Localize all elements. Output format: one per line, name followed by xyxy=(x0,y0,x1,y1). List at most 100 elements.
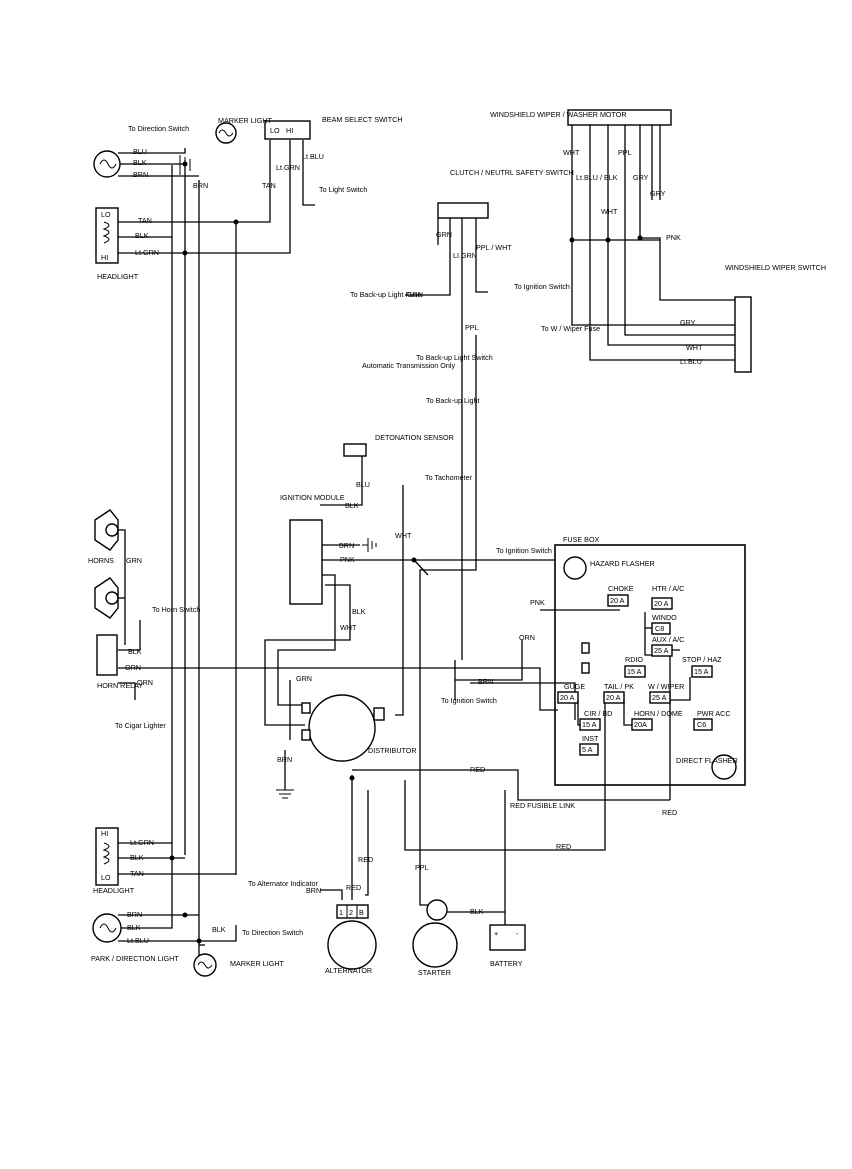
wire-label-wht-module: WHT xyxy=(340,623,357,632)
fuse-name: CIR / BD xyxy=(584,709,612,718)
fuse-rating: 25 A xyxy=(654,646,669,655)
headlight-bottom-connector xyxy=(95,827,119,886)
fuse-rating-box xyxy=(607,594,629,607)
wire-label-wht-motor-2: WHT xyxy=(601,207,618,216)
label-to-horn-switch: To Horn Switch xyxy=(152,605,200,614)
fuse-rating-box xyxy=(649,691,671,704)
label-starter: STARTER xyxy=(418,968,451,977)
wire-label-pnk-motor: PNK xyxy=(666,233,681,242)
label-ignition-module: IGNITION MODULE xyxy=(280,493,345,502)
label-headlight-bottom: HEADLIGHT xyxy=(93,886,135,895)
wire-label-red-alt-2: RED xyxy=(346,883,361,892)
clutch-switch-connector xyxy=(437,202,489,219)
hazard-flasher-symbol xyxy=(563,556,587,580)
fuse-name: WINDO xyxy=(652,613,677,622)
wire-label-ltblu-beam: Lt.BLU xyxy=(302,152,324,161)
wire-label-brn-fuse: BRN xyxy=(478,677,493,686)
wire-label-blu-sensor: BLU xyxy=(356,480,370,489)
fuse-rating-box xyxy=(691,665,713,678)
fuse-rating-box xyxy=(651,644,673,657)
splice-dots xyxy=(169,161,643,944)
label-to-direction-switch-bottom: To Direction Switch xyxy=(242,928,303,937)
label-to-ignition-switch-mid: To Ignition Switch xyxy=(496,546,552,555)
alternator-terminal-b: B xyxy=(359,908,364,917)
starter-body xyxy=(412,899,458,968)
marker-light-top xyxy=(215,122,237,144)
wire-label-org-cigar: ORN xyxy=(137,678,153,687)
fuse-box-small-2 xyxy=(581,662,590,674)
label-to-direction-switch-top: To Direction Switch xyxy=(128,124,189,133)
wiper-switch-box xyxy=(734,296,752,373)
alternator-terminal-1: 1 xyxy=(339,908,343,917)
wire-label-tan-beam: TAN xyxy=(262,181,276,190)
label-to-ignition-switch-clutch: To Ignition Switch xyxy=(514,282,570,291)
wire-label-ltblu-park: Lt.BLU xyxy=(127,936,149,945)
fuse-name: AUX / A/C xyxy=(652,635,684,644)
label-to-w-wiper-fuse: To W / Wiper Fuse xyxy=(541,324,600,333)
wire-label-red-right: RED xyxy=(662,808,677,817)
wire-label-grn-distributor: GRN xyxy=(296,674,312,683)
wiper-motor-connector xyxy=(567,109,672,126)
horn-upper xyxy=(94,509,119,551)
wire-label-grn-horns: GRN xyxy=(126,556,142,565)
headlight-top-connector xyxy=(95,207,119,264)
wire-label-ltblu-blk: Lt.BLU / BLK xyxy=(576,173,618,182)
beam-lo-label: LO xyxy=(270,126,280,135)
wire-label-grn-backup: GRN xyxy=(407,290,423,299)
label-horns: HORNS xyxy=(88,556,114,565)
fuse-name: GUGE xyxy=(564,682,585,691)
fuse-rating: 20 A xyxy=(560,693,575,702)
fuse-rating-box xyxy=(579,743,599,756)
wire-label-tan-top: TAN xyxy=(138,216,152,225)
wire-label-ppl-wht-clutch: PPL / WHT xyxy=(476,243,512,252)
wire-paths xyxy=(118,125,735,965)
ground-symbol-ignition xyxy=(362,538,377,552)
fuse-name: INST xyxy=(582,734,599,743)
wire-label-blk-module: BLK xyxy=(352,607,366,616)
headlight-top-filament xyxy=(102,221,110,244)
fuse-rating: C8 xyxy=(655,624,664,633)
wire-label-wht-motor: WHT xyxy=(563,148,580,157)
fuse-rating: 25 A xyxy=(652,693,667,702)
distributor-body xyxy=(301,694,385,762)
wire-label-wht-switch: WHT xyxy=(686,343,703,352)
label-alternator: ALTERNATOR xyxy=(325,966,372,975)
wire-label-blk-marker-bottom: BLK xyxy=(212,925,226,934)
label-headlight-hi-top: HI xyxy=(101,253,108,262)
wire-label-pnk-fuse: PNK xyxy=(530,598,545,607)
wire-label-blk-top: BLK xyxy=(133,158,147,167)
wire-label-brn-module: BRN xyxy=(339,541,354,550)
beam-hi-label: HI xyxy=(286,126,293,135)
label-horn-relay: HORN RELAY xyxy=(97,681,143,690)
headlight-bottom-filament xyxy=(102,842,110,865)
fuse-name: HTR / A/C xyxy=(652,584,684,593)
hazard-flasher-label: HAZARD FLASHER xyxy=(590,559,655,568)
wire-label-grn-clutch: GRN xyxy=(436,230,452,239)
wire-label-blk-bottom: BLK xyxy=(130,853,144,862)
wire-label-org-relay: ORN xyxy=(125,663,141,672)
direct-flasher-label: DIRECT FLASHER xyxy=(676,756,738,765)
wire-label-ltblu-switch: Lt.BLU xyxy=(680,357,702,366)
fuse-rating: 20 A xyxy=(610,596,625,605)
label-to-backup-light: To Back-up Light xyxy=(426,396,480,405)
fuse-rating: 15 A xyxy=(694,667,709,676)
label-to-alternator-indicator: To Alternator Indicator xyxy=(248,879,319,888)
wire-label-blu-top: BLU xyxy=(133,147,147,156)
fuse-name: PWR ACC xyxy=(697,709,731,718)
label-automatic-transmission-only: Automatic Transmission Only xyxy=(362,361,455,370)
wire-label-brn-top: BRN xyxy=(133,170,148,179)
fuse-rating-box xyxy=(603,691,625,704)
wire-label-blk-park: BLK xyxy=(127,923,141,932)
direct-flasher-symbol xyxy=(711,754,737,780)
wire-label-gry-motor-2: GRY xyxy=(650,189,666,198)
fuse-name: CHOKE xyxy=(608,584,634,593)
wire-label-red-top: RED xyxy=(470,765,485,774)
label-to-ignition-switch-low: To Ignition Switch xyxy=(441,696,497,705)
wire-label-brn-distributor: BRN xyxy=(277,755,292,764)
fuse-name: RDIO xyxy=(625,655,643,664)
wire-label-ppl-starter: PPL xyxy=(415,863,429,872)
fuse-box-small-1 xyxy=(581,642,590,654)
battery-box xyxy=(489,924,526,951)
wire-label-gry-motor-1: GRY xyxy=(633,173,649,182)
